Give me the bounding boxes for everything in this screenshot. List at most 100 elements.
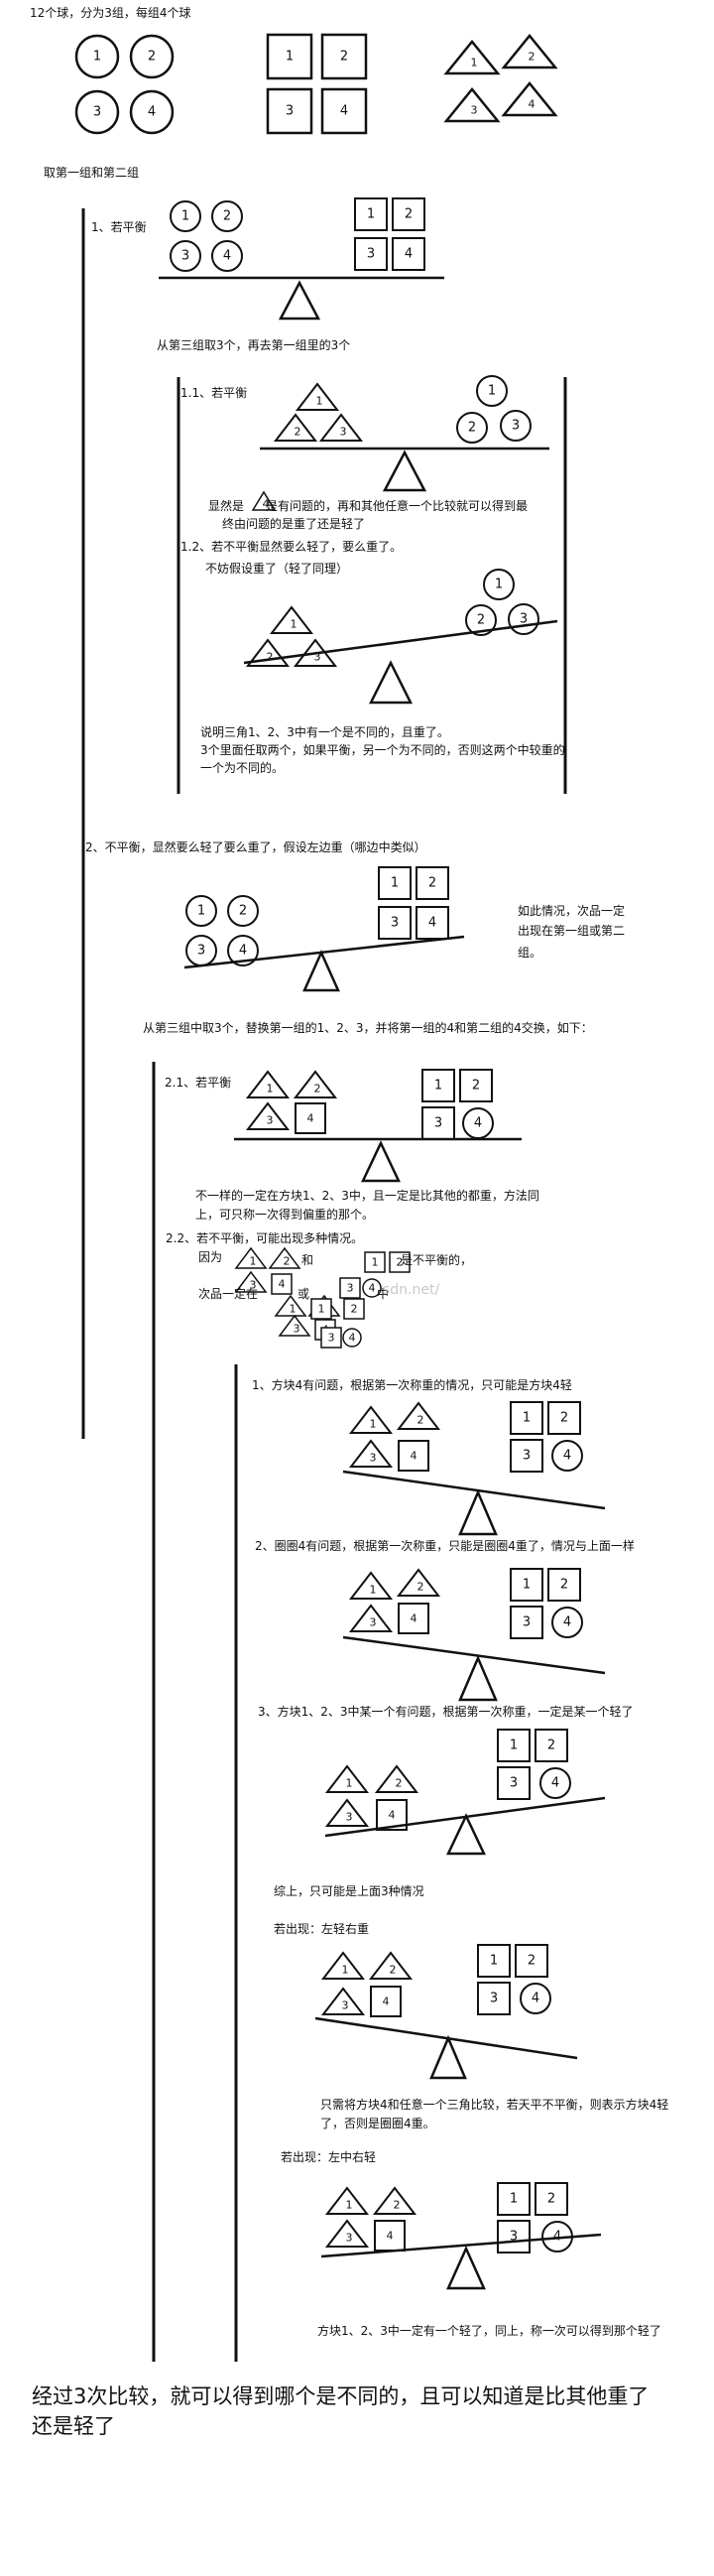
shape-label: 2: [405, 207, 413, 222]
step1-text: 取第一组和第二组: [44, 166, 140, 180]
ball-triangle-3: [324, 2219, 370, 2248]
ball-triangle-3: [443, 87, 501, 123]
balance-fulcrum: [382, 450, 427, 492]
ball-triangle-1: [245, 1070, 291, 1098]
case12-label: 1.2、若不平衡显然要么轻了，要么重了。: [180, 540, 403, 554]
shape-label: 1: [490, 1954, 498, 1969]
ball-square-3: [378, 906, 412, 940]
outcome1-desc-2: 了，否则是圈圈4重。: [320, 2117, 435, 2130]
shape-label: 2: [529, 51, 536, 64]
ball-square-2: [535, 1729, 568, 1762]
ball-triangle-1: [320, 1951, 366, 1980]
shape-label: 1: [346, 1777, 353, 1790]
ball-square-4: [271, 1273, 293, 1295]
ball-square-4: [320, 87, 368, 135]
shape-label: 3: [181, 249, 189, 264]
ball-triangle-3: [234, 1270, 268, 1293]
shape-label: 3: [93, 105, 101, 120]
ball-square-4: [374, 2220, 406, 2252]
case2-note-1: 如此情况，次品一定: [518, 904, 626, 918]
shape-label: 3: [490, 1992, 498, 2006]
shape-label: 1: [290, 1303, 297, 1316]
ball-triangle-3: [245, 1101, 291, 1130]
balance-fulcrum: [278, 280, 321, 321]
shape-label: 3: [294, 1323, 300, 1336]
conclusion-text: 经过3次比较，就可以得到哪个是不同的，且可以知道是比其他重了还是轻了: [32, 2384, 650, 2438]
summary-text: 综上，只可能是上面3种情况: [274, 1884, 424, 1898]
shape-label: 2: [394, 2199, 401, 2212]
shape-label: 2: [560, 1578, 568, 1593]
ball-square-4: [398, 1440, 429, 1472]
case22-label: 2.2、若不平衡，可能出现多种情况。: [166, 1231, 364, 1245]
case12-desc-1: 说明三角1、2、3中有一个是不同的，且重了。: [200, 725, 449, 739]
ball-circle-3: [500, 410, 532, 442]
shape-label: 4: [551, 1776, 559, 1791]
shape-label: 3: [347, 1282, 354, 1295]
shape-label: 3: [340, 426, 347, 439]
ball-square-4: [416, 906, 449, 940]
shape-label: 1: [291, 618, 298, 631]
ball-square-2: [392, 197, 425, 231]
case11-desc-line1: 显然是是有问题的，再和其他任意一个比较就可以得到最: [208, 498, 528, 515]
case12-desc-3: 一个为不同的。: [200, 761, 285, 775]
shape-label: 1: [434, 1079, 442, 1094]
shape-label: 1: [370, 1418, 377, 1431]
shape-label: 4: [563, 1615, 571, 1630]
shape-label: 1: [471, 57, 478, 69]
shape-label: 1: [523, 1411, 531, 1426]
shape-label: 4: [239, 944, 247, 959]
shape-label: 4: [532, 1992, 539, 2006]
ball-circle-4: [342, 1328, 362, 1348]
ball-triangle-1: [348, 1405, 394, 1434]
ball-triangle-2: [396, 1401, 441, 1430]
ball-triangle-1: [234, 1246, 268, 1269]
case2-note-2: 出现在第一组或第二: [518, 924, 626, 938]
ball-circle-4: [551, 1607, 583, 1638]
ball-circle-4: [211, 240, 243, 272]
shape-label: 3: [434, 1116, 442, 1131]
shape-label: 1: [367, 207, 375, 222]
ball-square-3: [477, 1982, 511, 2015]
balance-fulcrum: [446, 2245, 486, 2290]
shape-label: 3: [510, 2230, 518, 2245]
shape-label: 4: [474, 1116, 482, 1131]
ball-square-3: [497, 2220, 531, 2254]
ball-circle-2: [227, 895, 259, 927]
ball-triangle-3: [348, 1604, 394, 1632]
shape-label: 2: [239, 904, 247, 919]
ball-square-3: [320, 1327, 342, 1349]
ball-square-2: [416, 866, 449, 900]
watermark-text: sdn.net/: [383, 1282, 440, 1298]
outcome1-label: 若出现：左轻右重: [274, 1922, 370, 1936]
shape-label: 2: [560, 1411, 568, 1426]
shape-label: 2: [477, 613, 485, 628]
shape-label: 1: [391, 876, 399, 891]
shape-label: 4: [411, 1450, 417, 1463]
ball-circle-1: [483, 569, 515, 600]
ball-square-2: [547, 1568, 581, 1602]
shape-label: 3: [367, 247, 375, 262]
shape-label: 4: [563, 1449, 571, 1464]
shape-label: 3: [510, 1776, 518, 1791]
case11-desc-line2: 终由问题的是重了还是轻了: [222, 517, 366, 531]
outcome2-desc: 方块1、2、3中一定有一个轻了，同上，称一次可以得到那个轻了: [317, 2324, 661, 2338]
case22-in: 中: [377, 1287, 390, 1301]
ball-triangle-3: [324, 1798, 370, 1827]
ball-square-3: [510, 1439, 543, 1473]
ball-circle-4: [539, 1767, 571, 1799]
ball-circle-2: [465, 604, 497, 636]
balance-fulcrum: [302, 949, 340, 992]
sub1-text: 1、方块4有问题，根据第一次称重的情况，只可能是方块4轻: [252, 1378, 572, 1392]
shape-label: 4: [411, 1612, 417, 1625]
shape-label: 1: [510, 2192, 518, 2207]
ball-triangle-1: [443, 40, 501, 75]
shape-label: 3: [391, 916, 399, 931]
shape-label: 4: [383, 1996, 390, 2008]
shape-label: 3: [314, 651, 321, 664]
ball-square-1: [497, 2182, 531, 2216]
shape-label: 3: [471, 104, 478, 117]
shape-label: 1: [346, 2199, 353, 2212]
ball-square-3: [266, 87, 313, 135]
ball-square-2: [459, 1069, 493, 1102]
